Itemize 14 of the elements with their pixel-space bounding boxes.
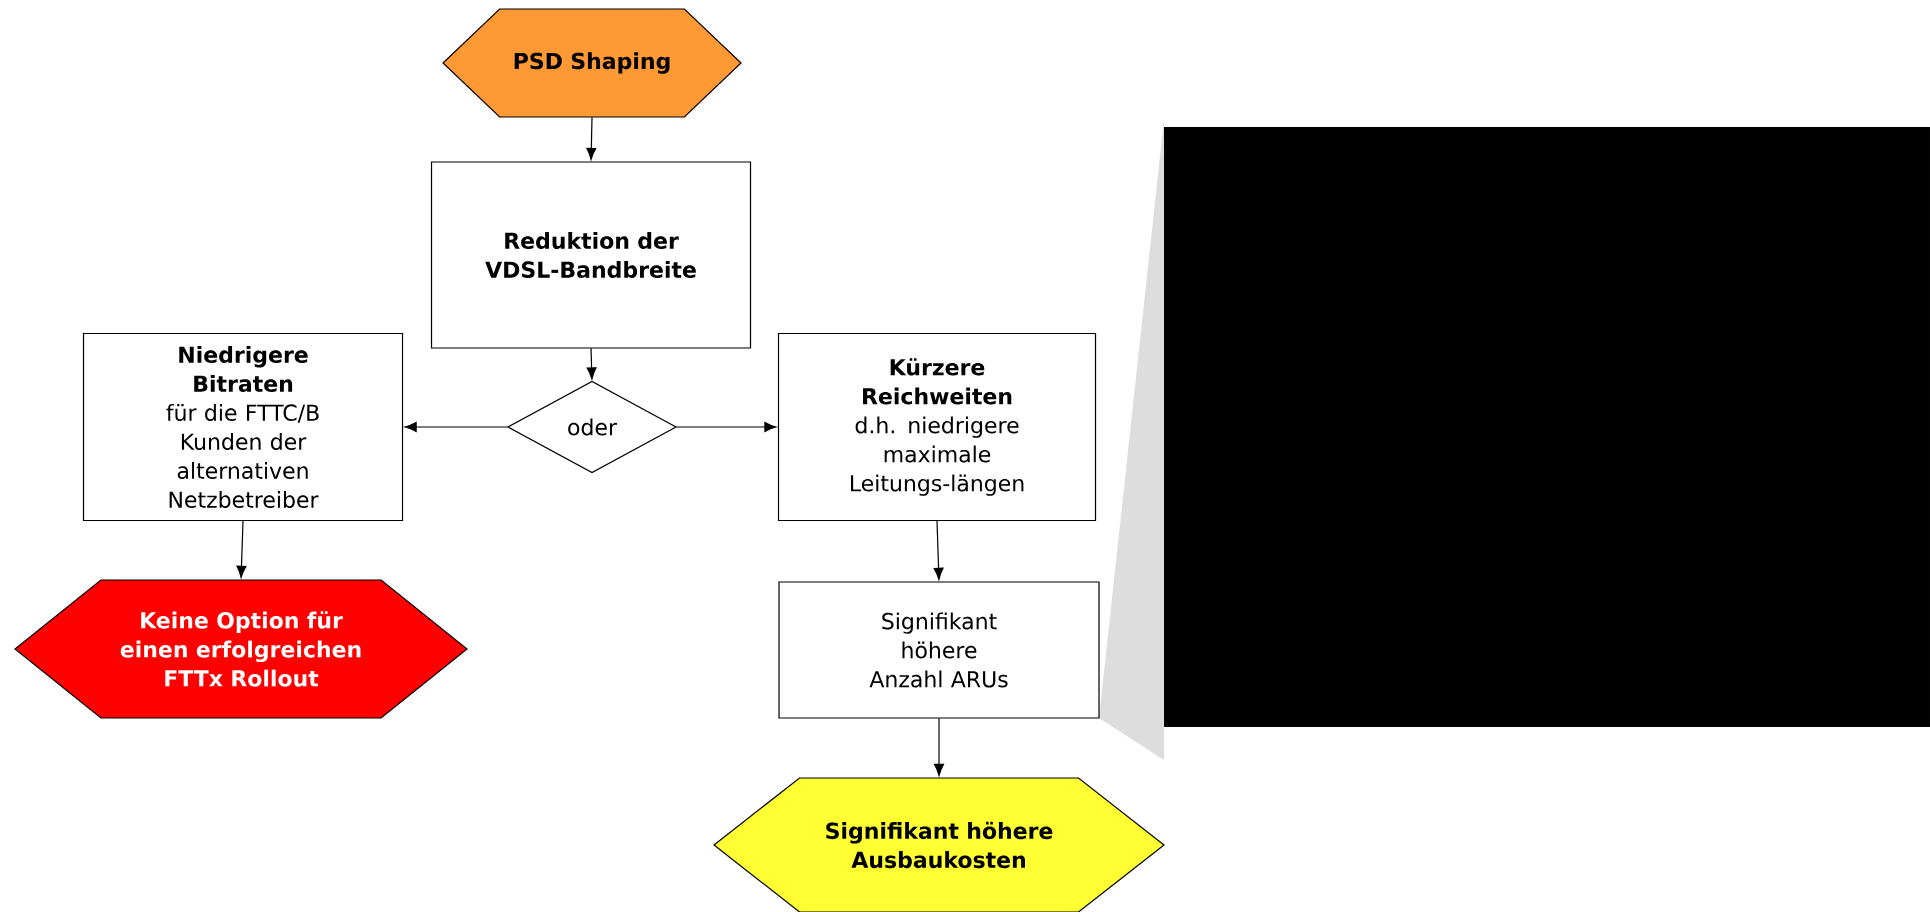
arrow bbox=[675, 421, 777, 432]
hexagon: PSD Shaping bbox=[442, 8, 742, 118]
arrow bbox=[586, 347, 597, 380]
process-box: Niedrigere Bitraten für die FTTC/B Kunden der alternativen Netzbetreiber bbox=[82, 332, 404, 522]
arrow bbox=[933, 520, 944, 580]
arrow bbox=[236, 520, 247, 578]
arrow bbox=[934, 717, 945, 776]
arrow bbox=[586, 116, 597, 160]
arrow bbox=[404, 421, 509, 432]
process-box: Kürzere Reichweiten d.h. niedrigere maximale Leitungs-längen bbox=[777, 332, 1097, 522]
hexagon: Signifikant höhere Ausbaukosten bbox=[713, 777, 1165, 912]
process-box: Signifikant höhere Anzahl ARUs bbox=[778, 581, 1100, 719]
process-box: Reduktion der VDSL-Bandbreite bbox=[430, 161, 752, 349]
hexagon: Keine Option für einen erfolgreichen FTTx Rollout bbox=[14, 579, 468, 719]
